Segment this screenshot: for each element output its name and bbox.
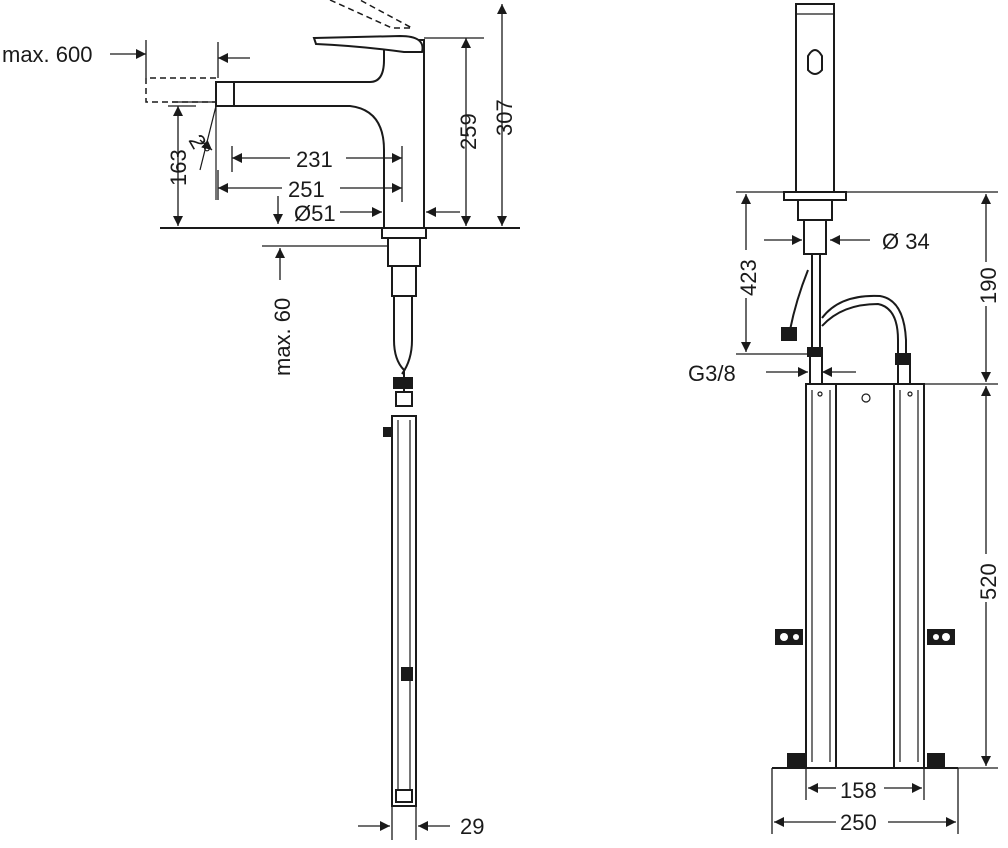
label-250-bg — [836, 808, 888, 834]
label-423: 423 — [736, 259, 761, 296]
label-307: 307 — [492, 99, 517, 136]
label-231-bg — [290, 144, 346, 170]
label-190-bg — [974, 262, 1000, 306]
handle-raised-outline — [329, 0, 413, 29]
label-163: 163 — [166, 149, 191, 186]
front-hose-left — [789, 269, 809, 331]
shank — [391, 265, 417, 297]
housing-clip-2 — [401, 667, 413, 681]
front-center-fitting — [809, 355, 823, 385]
label-259: 259 — [456, 113, 481, 150]
label-231: 231 — [296, 147, 333, 172]
front-right-fitting — [897, 363, 911, 385]
hose-fitting — [395, 391, 413, 407]
side-view: max. 600 163 2° 231 251 Ø51 259 307 — [2, 0, 520, 840]
front-hose-right-2 — [821, 302, 899, 354]
label-d51: Ø51 — [294, 201, 336, 226]
faucet-handle — [312, 34, 424, 53]
front-center-connector — [807, 347, 823, 357]
clamp-right — [927, 629, 955, 645]
spout-outlet — [807, 49, 823, 75]
label-250: 250 — [840, 810, 877, 835]
front-hose-right-connector — [895, 353, 911, 365]
spout-extended-outline — [145, 77, 216, 103]
label-d34: Ø 34 — [882, 229, 930, 254]
spout-head — [215, 81, 235, 107]
front-base-flange — [783, 191, 847, 201]
label-29: 29 — [460, 814, 484, 839]
faucet-column — [795, 3, 835, 193]
hose-weight-housing — [391, 415, 417, 807]
spout-angle-line — [199, 105, 217, 171]
housing-clip — [383, 427, 391, 437]
label-520-bg — [974, 554, 1000, 602]
dim-angle-arrow — [199, 139, 213, 151]
label-251: 251 — [288, 177, 325, 202]
front-hose-left-connector — [781, 327, 797, 341]
label-190: 190 — [976, 267, 1001, 304]
cabinet-panel-right — [893, 383, 925, 769]
mounting-nut — [387, 237, 421, 267]
front-view: Ø 34 423 G3/8 190 520 158 250 — [688, 3, 1001, 835]
label-g38: G3/8 — [688, 361, 736, 386]
housing-foot — [395, 789, 413, 803]
front-base-nut — [797, 199, 833, 221]
label-520: 520 — [976, 563, 1001, 600]
supply-hose-2 — [401, 296, 413, 375]
cabinet-panel-left — [805, 383, 837, 769]
front-shank — [803, 219, 827, 255]
cabinet-hole — [861, 393, 871, 403]
front-hose-right — [821, 294, 907, 354]
label-158: 158 — [840, 778, 877, 803]
clamp-left — [775, 629, 803, 645]
label-158-bg — [836, 776, 884, 802]
hose-connector — [393, 377, 413, 389]
foot-right — [927, 753, 945, 769]
label-max60: max. 60 — [270, 298, 295, 376]
cabinet-hole-3 — [907, 391, 913, 397]
base-flange — [381, 227, 427, 239]
label-max600: max. 600 — [2, 42, 93, 67]
foot-left — [787, 753, 805, 769]
label-251-bg — [282, 174, 340, 200]
cabinet-hole-2 — [817, 391, 823, 397]
label-423-bg — [734, 250, 760, 298]
